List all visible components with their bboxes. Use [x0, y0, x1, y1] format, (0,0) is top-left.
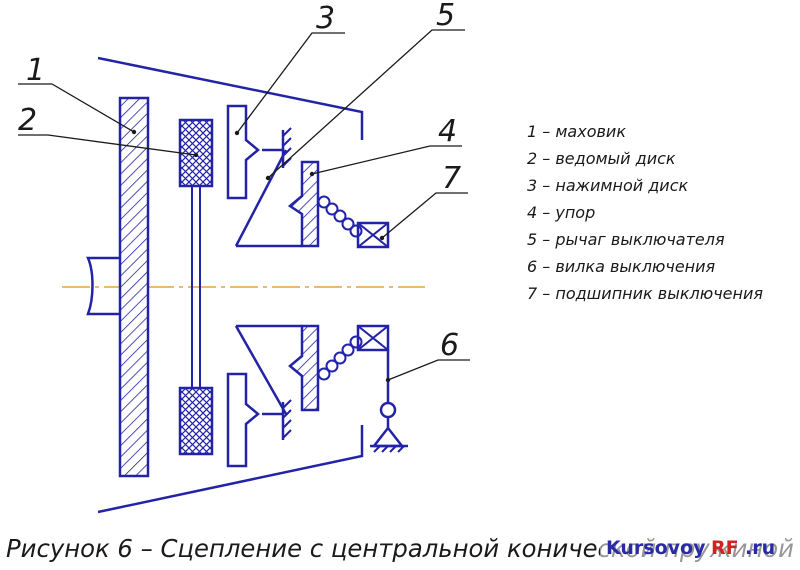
thrust-stop-top: [287, 160, 320, 248]
release-lever-bottom: [234, 324, 302, 415]
legend-item-6: 6 – вилка выключения: [527, 257, 716, 276]
housing-top-line: [97, 56, 364, 140]
release-lever-top: [234, 149, 302, 248]
release-fork: [370, 350, 408, 453]
support-bottom: [262, 399, 292, 440]
leader-1: [18, 83, 135, 133]
leader-6: [387, 359, 470, 381]
watermark-part-3: .ru: [745, 537, 775, 559]
driven-disc-lining-bottom: [178, 386, 214, 456]
housing-bottom-line: [97, 425, 364, 514]
leader-4: [311, 145, 462, 175]
conical-spring-top: [317, 195, 363, 238]
leader-5: [267, 29, 465, 179]
callout-7: 7: [442, 161, 461, 196]
legend-item-1: 1 – маховик: [527, 122, 626, 141]
leader-2: [18, 134, 197, 156]
legend-item-2: 2 – ведомый диск: [527, 149, 676, 168]
input-shaft: [86, 256, 120, 316]
flywheel: [118, 96, 150, 478]
conical-spring-bottom: [317, 335, 363, 381]
leader-dots: [131, 129, 391, 383]
site-watermark: Kursovoy RF .ru: [600, 532, 796, 562]
callout-1: 1: [26, 53, 45, 88]
legend-item-3: 3 – нажимной диск: [527, 176, 688, 195]
callout-5: 5: [436, 0, 455, 33]
leader-3: [236, 32, 345, 134]
legend-item-5: 5 – рычаг выключателя: [527, 230, 725, 249]
legend-item-4: 4 – упор: [527, 203, 595, 222]
release-bearing-top: [356, 221, 390, 249]
callout-4: 4: [438, 114, 457, 149]
watermark-part-1: Kursovoy: [606, 537, 706, 559]
release-bearing-bottom: [356, 324, 390, 352]
legend-item-7: 7 – подшипник выключения: [527, 284, 763, 303]
watermark-part-2: RF: [711, 537, 739, 559]
pressure-plate-top: [226, 104, 260, 200]
leader-7: [381, 192, 468, 239]
callout-3: 3: [316, 1, 335, 36]
parts-legend: 1 – маховик 2 – ведомый диск 3 – нажимно…: [527, 122, 763, 303]
callout-6: 6: [440, 328, 459, 363]
callout-2: 2: [18, 103, 37, 138]
pressure-plate-bottom: [226, 372, 260, 468]
thrust-stop-bottom: [288, 324, 320, 412]
